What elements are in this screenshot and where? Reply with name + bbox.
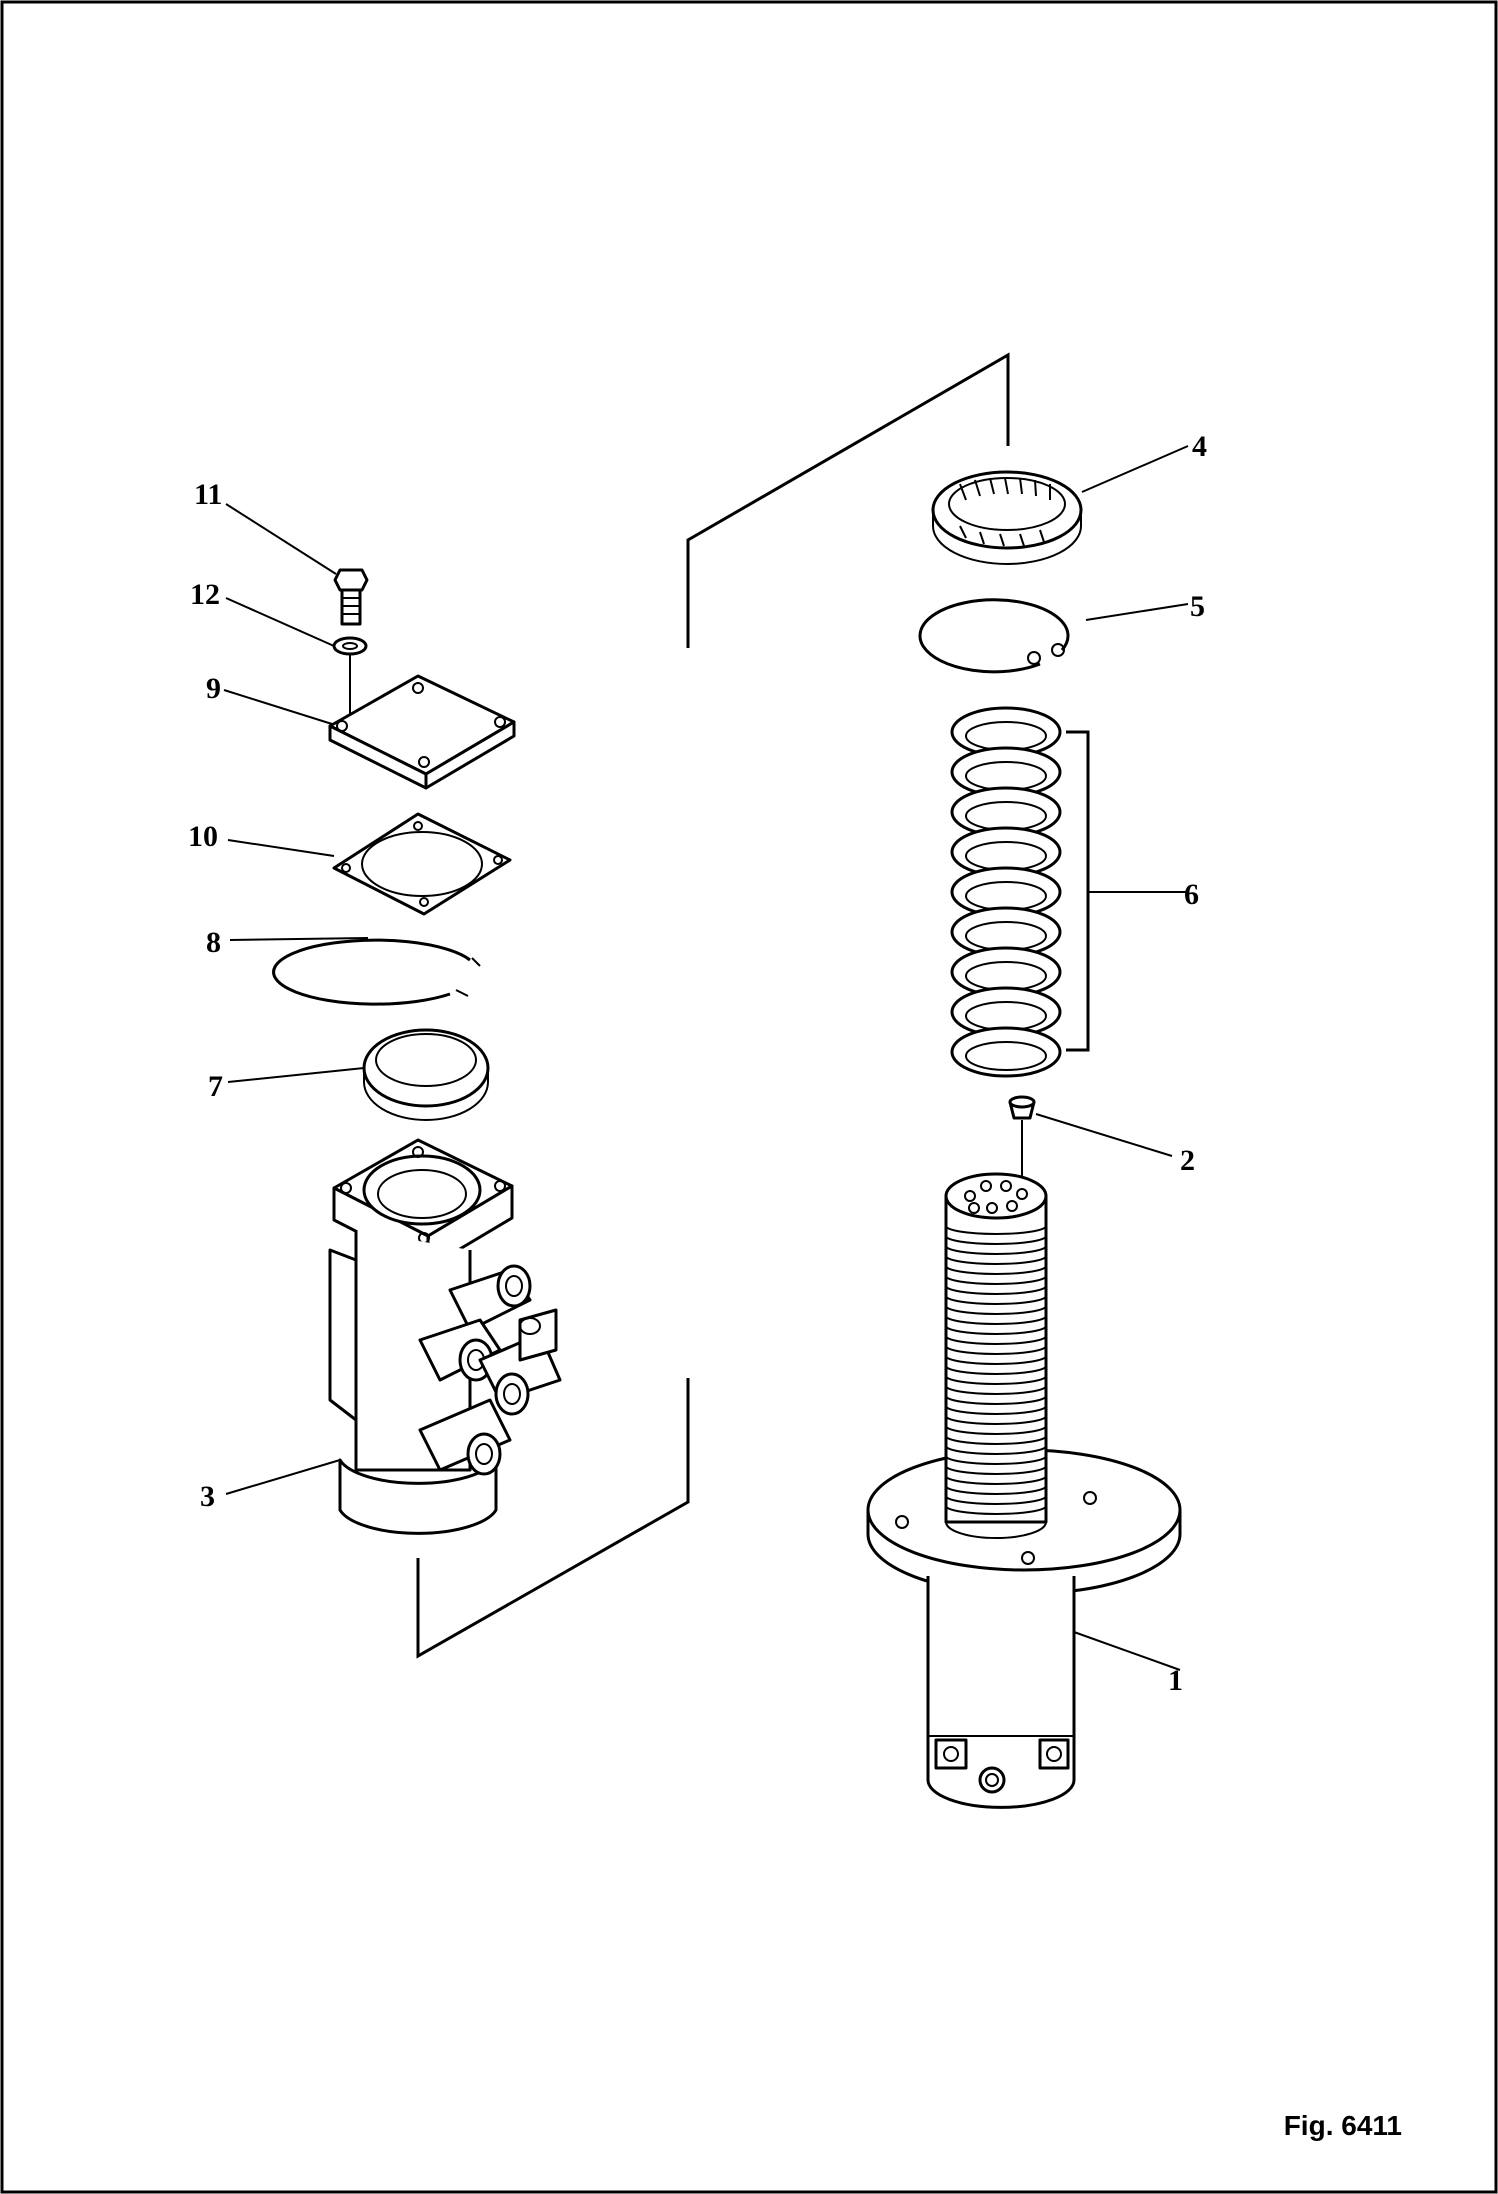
callout-6: 6 <box>1184 878 1199 911</box>
shaft-groove <box>945 1315 1047 1325</box>
part-snap-ring-small <box>272 938 481 1006</box>
shaft-groove <box>945 1395 1047 1405</box>
shaft-groove <box>945 1415 1047 1425</box>
leader-lines <box>223 445 1189 1671</box>
callout-2: 2 <box>1180 1144 1195 1177</box>
shaft-groove <box>945 1305 1047 1315</box>
shaft-groove <box>945 1255 1047 1265</box>
shaft-groove <box>945 1465 1047 1475</box>
shaft-groove <box>945 1355 1047 1365</box>
part-swivel-shaft <box>866 1172 1182 1809</box>
shaft-groove <box>945 1335 1047 1345</box>
part-bearing <box>931 470 1083 565</box>
ring-stack-bracket <box>1066 730 1090 1052</box>
part-cover-plate <box>328 674 516 790</box>
shaft-groove <box>945 1505 1047 1515</box>
shaft-groove <box>945 1325 1047 1335</box>
callout-8: 8 <box>206 926 221 959</box>
shaft-groove <box>945 1455 1047 1465</box>
callout-4: 4 <box>1192 430 1207 463</box>
callout-1: 1 <box>1168 1664 1183 1697</box>
shaft-groove <box>945 1475 1047 1485</box>
callout-9: 9 <box>206 672 221 705</box>
seal-ring <box>950 1026 1062 1078</box>
shaft-groove <box>945 1375 1047 1385</box>
figure-number: Fig. 6411 <box>1283 2110 1402 2141</box>
callout-10: 10 <box>188 820 218 853</box>
shaft-groove <box>945 1425 1047 1435</box>
shaft-groove <box>945 1405 1047 1415</box>
shaft-groove <box>945 1345 1047 1355</box>
shaft-groove <box>945 1275 1047 1285</box>
shaft-groove <box>945 1235 1047 1245</box>
callout-3: 3 <box>200 1480 215 1513</box>
shaft-groove <box>945 1495 1047 1505</box>
part-gasket <box>332 812 512 916</box>
shaft-groove <box>945 1285 1047 1295</box>
part-plug <box>1008 1095 1036 1120</box>
part-washer <box>332 636 368 656</box>
seal-ring-inner <box>965 1041 1047 1071</box>
shaft-groove <box>945 1245 1047 1255</box>
shaft-groove <box>945 1445 1047 1455</box>
callout-12: 12 <box>190 578 220 611</box>
callout-7: 7 <box>208 1070 223 1103</box>
shaft-groove <box>945 1265 1047 1275</box>
shaft-groove <box>945 1365 1047 1375</box>
shaft-groove <box>945 1225 1047 1235</box>
shaft-groove <box>945 1385 1047 1395</box>
shaft-groove <box>945 1295 1047 1305</box>
shaft-groove <box>945 1435 1047 1445</box>
shaft-grooves <box>945 1225 1047 1515</box>
part-swivel-housing <box>328 1138 562 1535</box>
part-seal-ring-stack <box>950 706 1062 1078</box>
callout-11: 11 <box>194 478 222 511</box>
callout-labels: 1 2 3 4 5 6 7 8 9 10 11 12 <box>188 430 1207 1697</box>
assembly-guide-lines <box>416 352 1010 1659</box>
part-bolt <box>333 568 369 626</box>
part-snap-ring-large <box>918 598 1070 674</box>
part-seal-ring <box>362 1028 490 1121</box>
callout-5: 5 <box>1190 590 1205 623</box>
shaft-groove <box>945 1485 1047 1495</box>
